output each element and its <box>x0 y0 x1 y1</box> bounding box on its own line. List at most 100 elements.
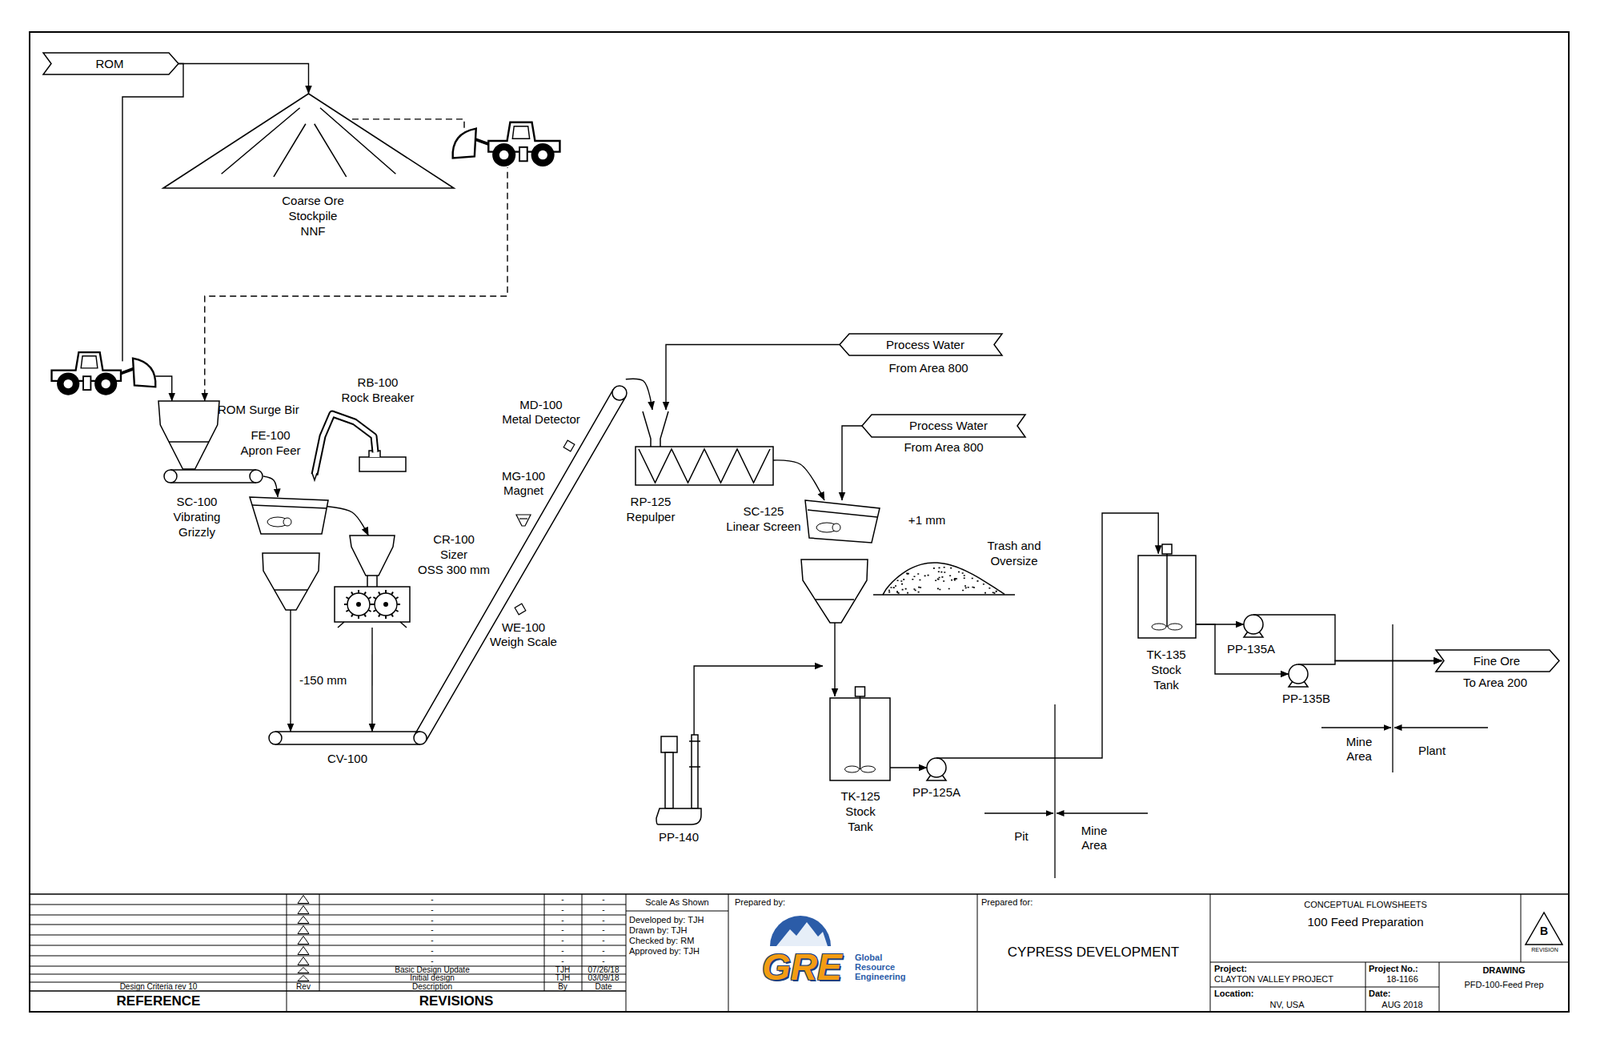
equipment-label: SC-125 Linear Screen <box>725 503 801 534</box>
drawing-note: Mine Area <box>1346 734 1373 764</box>
title-block-text: Rev <box>296 982 311 991</box>
revision-mark <box>297 967 309 974</box>
equipment-outline <box>1162 544 1172 554</box>
text-line: Stock <box>845 804 876 819</box>
equipment-outline <box>689 741 701 767</box>
stream-tag: Process WaterFrom Area 800 <box>862 414 1026 438</box>
process-stream-line <box>1195 624 1289 674</box>
equipment-label: PP-135B <box>1282 690 1331 706</box>
apron-feeder: FE-100 Apron Feer <box>163 469 264 484</box>
equipment-outline <box>312 473 317 481</box>
title-block-text: Project: <box>1214 963 1248 975</box>
text-line: Mine <box>1346 734 1373 749</box>
text-line: Magnet <box>503 483 544 498</box>
drawing-frame <box>29 32 1569 1012</box>
revision-mark <box>297 975 309 982</box>
text-line: Resource <box>854 962 895 972</box>
equipment-symbol <box>334 535 410 628</box>
equipment-outline <box>1298 663 1308 666</box>
area-boundaries <box>984 624 1488 879</box>
title-block-text: - <box>430 926 434 935</box>
equipment-outline <box>43 52 179 75</box>
title-block-text: Basic Design Update <box>394 966 470 975</box>
pulley <box>612 385 627 401</box>
process-stream-line <box>371 627 373 732</box>
equipment-outline <box>807 509 878 518</box>
text-line: Coarse Ore <box>281 193 345 208</box>
equipment-outline <box>349 535 395 576</box>
equipment-symbol <box>1288 664 1308 684</box>
equipment-symbol <box>163 93 454 189</box>
title-block-text: PFD-100-Feed Prep <box>1463 979 1544 991</box>
text-line: Repulper <box>626 509 676 524</box>
equipment-outline <box>1138 555 1196 638</box>
title-block-text: - <box>601 906 605 915</box>
drawing-note: MD-100 Metal Detector <box>501 397 581 427</box>
process-stream-line <box>289 609 291 732</box>
equipment-symbol <box>656 734 706 827</box>
process-stream-line <box>321 505 369 536</box>
stream-tag: Fine OreTo Area 200 <box>1435 649 1560 672</box>
process-stream-line <box>122 64 184 402</box>
equipment-symbol <box>926 757 947 778</box>
equipment-outline <box>371 589 401 619</box>
equipment-outline <box>882 562 1005 595</box>
process-stream-line <box>1307 661 1443 666</box>
equipment-outline <box>273 124 306 177</box>
impeller <box>1151 623 1167 630</box>
text-line: Sizer <box>440 547 468 562</box>
title-block-text: Location: <box>1214 988 1255 999</box>
title-block-text: - <box>601 926 605 935</box>
title-block-text: Project No.: <box>1368 963 1419 975</box>
title-block-text: Global Resource Engineering <box>854 952 907 982</box>
title-block-text: - <box>561 926 564 935</box>
title-block-text: - <box>430 895 434 904</box>
equipment-label: TK-125 Stock Tank <box>840 788 880 835</box>
conveyor-instruments <box>514 440 575 615</box>
process-stream-line <box>1263 614 1443 662</box>
title-block-text: - <box>430 906 434 915</box>
stream-tag: Process WaterFrom Area 800 <box>839 333 1003 356</box>
title-block-text: Date <box>594 982 612 991</box>
equipment-outline <box>638 449 770 483</box>
title-block-text: - <box>430 957 434 966</box>
title-block-text: Drawn by: TJH <box>629 925 688 936</box>
roll-shaft <box>383 601 389 607</box>
title-block-text: Prepared for: <box>981 897 1033 908</box>
equipment-outline <box>221 108 301 175</box>
equipment-outline <box>275 731 421 745</box>
vertical-pump: PP-140 <box>656 734 706 827</box>
process-stream-line <box>263 476 278 498</box>
title-block-text: CLAYTON VALLEY PROJECT <box>1214 974 1334 985</box>
equipment-outline <box>830 697 891 781</box>
equipment-outline <box>170 469 257 483</box>
text-line: Weigh Scale <box>489 634 558 649</box>
sizer-roll <box>347 593 370 616</box>
process-stream-line <box>842 425 863 501</box>
equipment-outline <box>814 598 855 601</box>
process-stream-line <box>946 513 1159 758</box>
equipment-outline <box>334 586 410 622</box>
title-block-text: REFERENCE <box>116 993 201 1010</box>
equipment-label: RB-100 Rock Breaker <box>341 374 415 406</box>
equipment-label: Coarse Ore Stockpile NNF <box>281 192 345 239</box>
title-block-text: - <box>561 916 564 925</box>
text-line: TK-135 <box>1146 647 1186 662</box>
stream-tag: ROM <box>43 52 179 75</box>
title-block-text: AUG 2018 <box>1381 999 1423 1011</box>
equipment-label: ROM Surge Bir <box>217 401 300 418</box>
equipment-outline <box>163 93 454 189</box>
text-line: Area <box>1081 838 1107 852</box>
equipment-outline <box>320 108 396 175</box>
stream-size-label: -150 mm <box>297 672 349 688</box>
drawing-note: +1 mm <box>908 513 946 528</box>
process-stream-line <box>625 378 653 410</box>
process-stream-line <box>773 460 825 501</box>
equipment-outline <box>249 497 329 534</box>
stream-source-note: To Area 200 <box>1463 674 1528 690</box>
title-block-text: - <box>601 916 605 925</box>
text-line: WE-100 <box>501 620 546 634</box>
equipment-symbol <box>249 497 330 610</box>
title-block-text: - <box>601 895 605 904</box>
text-line: CR-100 <box>433 532 475 546</box>
